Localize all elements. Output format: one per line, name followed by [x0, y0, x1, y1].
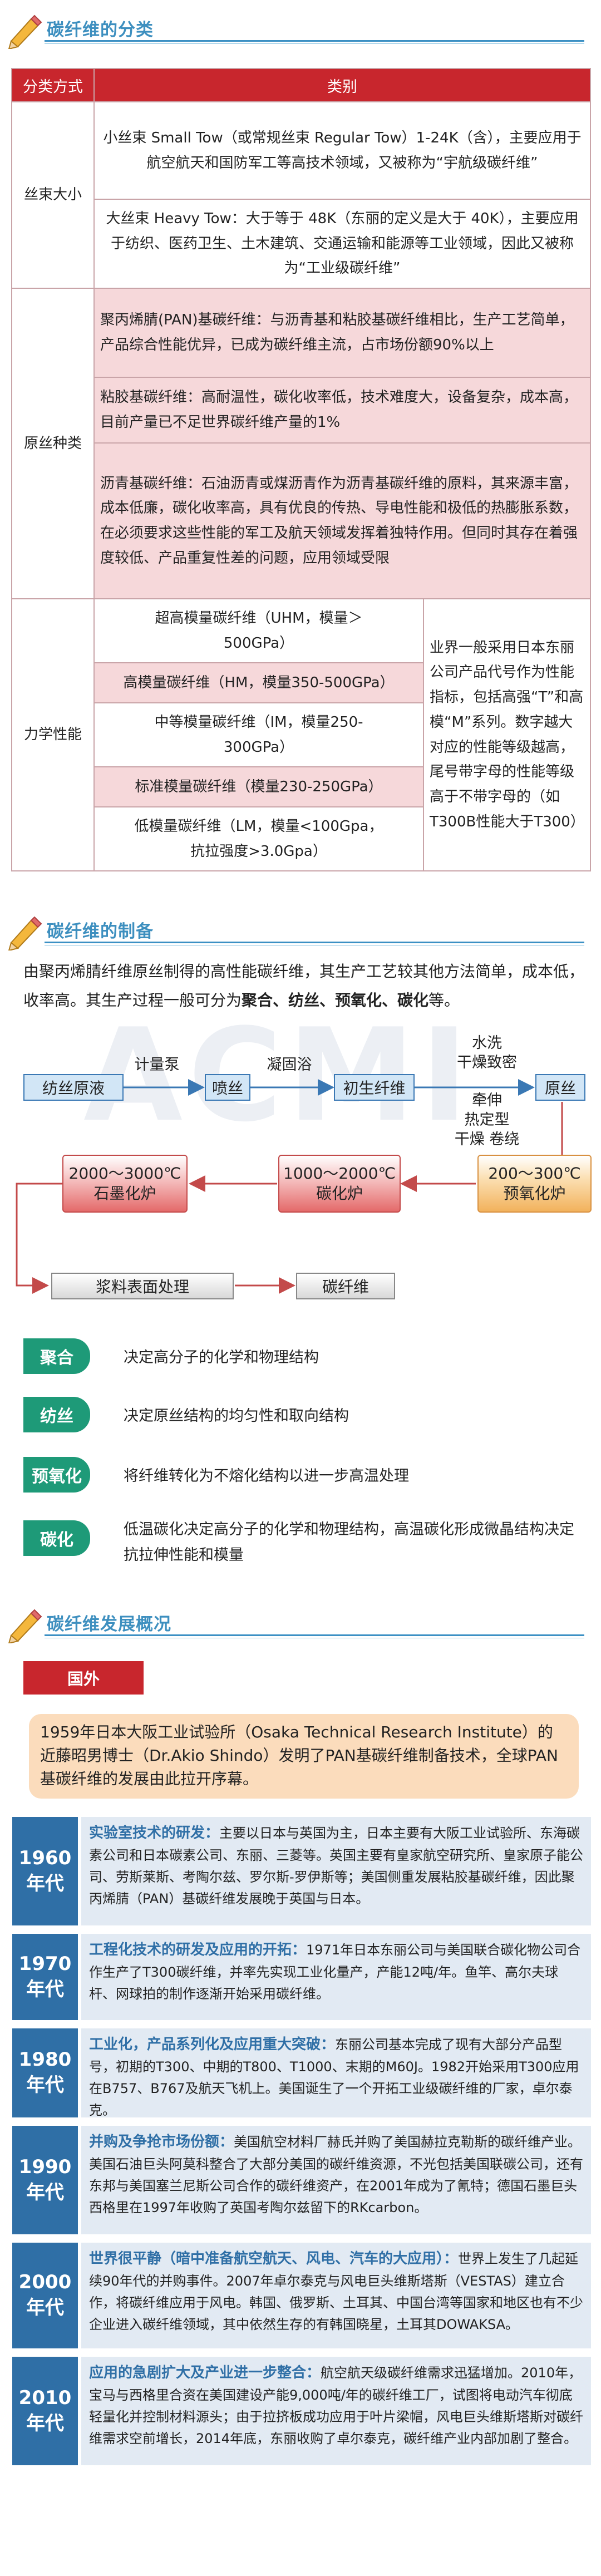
section-title: 碳纤维的制备 [47, 922, 154, 942]
era-text: 实验室技术的研发：主要以日本与英国为主，日本主要有大阪工业试验所、东海碳素公司和… [81, 1817, 591, 1925]
intro-end: 等。 [428, 991, 460, 1009]
section-header-history: 碳纤维发展概况 [0, 1605, 601, 1644]
table-cell: 大丝束 Heavy Tow：大于等于 48K（东丽的定义是大于 40K），主要应… [93, 199, 591, 289]
step-description: 低温碳化决定高分子的化学和物理结构，高温碳化形成微晶结构决定抗拉伸性能和模量 [124, 1521, 574, 1564]
process-step: 聚合 决定高分子的化学和物理结构 [23, 1338, 585, 1383]
table-row: 粘胶基碳纤维：高耐温性，碳化收率低，技术难度大，设备复杂，成本高，目前产量已不足… [12, 377, 591, 444]
divider [45, 43, 584, 44]
table-note-cell: 业界一般采用日本东丽公司产品代号作为性能指标，包括高强“T”和高模“M”系列。数… [423, 598, 591, 871]
table-row: 力学性能 超高模量碳纤维（UHM，模量＞500GPa） 业界一般采用日本东丽公司… [11, 598, 591, 871]
flow-label-stretch: 牵伸 热定型 干燥 卷绕 [454, 1092, 520, 1149]
table-cell: 超高模量碳纤维（UHM，模量＞500GPa） [93, 598, 424, 663]
table-row: 标准模量碳纤维（模量230-250GPa） [12, 766, 590, 807]
table-row: 沥青基碳纤维：石油沥青或煤沥青作为沥青基碳纤维的原料，其来源丰富，成本低廉，碳化… [12, 442, 591, 599]
flow-label-wash-dry: 水洗 干燥致密 [457, 1035, 517, 1072]
divider [45, 40, 584, 42]
table-row: 丝束大小 小丝束 Small Tow（或常规丝束 Regular Tow）1-2… [11, 101, 591, 289]
table-cell: 中等模量碳纤维（IM，模量250-300GPa） [93, 702, 424, 767]
era-text: 世界很平静（暗中准备航空航天、风电、汽车的大应用）：世界上发生了几起延续90年代… [81, 2243, 591, 2348]
step-badge: 碳化 [23, 1520, 90, 1556]
flow-box-nascent-fiber: 初生纤维 [334, 1074, 415, 1101]
era-text: 工业化，产品系列化及应用重大突破：东丽公司基本完成了现有大部分产品型号，初期的T… [81, 2028, 591, 2118]
step-badge: 预氧化 [23, 1457, 90, 1493]
table-row: 高模量碳纤维（HM，模量350-500GPa） [12, 662, 590, 703]
flow-label-meter-pump: 计量泵 [134, 1056, 180, 1073]
divider [45, 1634, 584, 1636]
step-badge: 聚合 [23, 1338, 90, 1374]
divider [45, 942, 584, 943]
table-header-row: 分类方式 类别 [11, 68, 591, 102]
table-cell: 小丝束 Small Tow（或常规丝束 Regular Tow）1-24K（含）… [93, 101, 591, 200]
flow-box-spinning-solution: 纺丝原液 [23, 1074, 124, 1101]
table-row: 原丝种类 聚丙烯腈(PAN)基碳纤维：与沥青基和粘胶基碳纤维相比，生产工艺简单，… [11, 288, 591, 599]
flow-label-coagulation: 凝固浴 [267, 1056, 312, 1073]
step-description: 将纤维转化为不熔化结构以进一步高温处理 [124, 1467, 409, 1485]
step-description: 决定原丝结构的均匀性和取向结构 [124, 1407, 349, 1425]
process-flow-arrows [16, 1079, 563, 1294]
category-cell: 力学性能 [11, 598, 95, 871]
table-cell: 高模量碳纤维（HM，模量350-500GPa） [93, 662, 424, 703]
table-cell: 粘胶基碳纤维：高耐温性，碳化收率低，技术难度大，设备复杂，成本高，目前产量已不足… [93, 377, 591, 444]
flow-box-spinneret: 喷丝 [205, 1074, 250, 1101]
intro-bold: 聚合、纺丝、预氧化、碳化 [242, 991, 429, 1009]
category-cell: 原丝种类 [11, 288, 95, 599]
step-description: 决定高分子的化学和物理结构 [124, 1349, 319, 1366]
intro-text: 由聚丙烯腈纤维原丝制得的高性能碳纤维，其生产工艺较其他方法简单，成本低，收率高。… [23, 962, 585, 1009]
flow-box-precursor: 原丝 [535, 1074, 585, 1101]
pencil-icon [8, 14, 42, 49]
process-step: 纺丝 决定原丝结构的均匀性和取向结构 [23, 1397, 585, 1441]
process-intro: 由聚丙烯腈纤维原丝制得的高性能碳纤维，其生产工艺较其他方法简单，成本低，收率高。… [23, 957, 585, 1015]
table-row: 大丝束 Heavy Tow：大于等于 48K（东丽的定义是大于 40K），主要应… [12, 199, 591, 289]
foreign-tag: 国外 [23, 1661, 144, 1695]
classification-table: 分类方式 类别 丝束大小 小丝束 Small Tow（或常规丝束 Regular… [11, 68, 591, 871]
column-header: 分类方式 [11, 68, 95, 102]
process-step: 碳化 低温碳化决定高分子的化学和物理结构，高温碳化形成微晶结构决定抗拉伸性能和模… [23, 1520, 585, 1576]
flow-box-sizing: 浆料表面处理 [51, 1273, 234, 1299]
table-cell: 标准模量碳纤维（模量230-250GPa） [93, 766, 424, 807]
table-cell: 沥青基碳纤维：石油沥青或煤沥青作为沥青基碳纤维的原料，其来源丰富，成本低廉，碳化… [93, 442, 591, 599]
section-title: 碳纤维发展概况 [47, 1614, 171, 1634]
pre-oxidation-furnace: 200～300℃ 预氧化炉 [477, 1155, 592, 1213]
section-title: 碳纤维的分类 [47, 20, 154, 40]
section-header-preparation: 碳纤维的制备 [0, 913, 601, 952]
pencil-icon [8, 916, 42, 950]
era-text: 并购及争抢市场份额：美国航空材料厂赫氏并购了美国赫拉克勒斯的碳纤维产业。美国石油… [81, 2126, 591, 2234]
table-cell: 聚丙烯腈(PAN)基碳纤维：与沥青基和粘胶基碳纤维相比，生产工艺简单，产品综合性… [93, 288, 591, 378]
step-badge: 纺丝 [23, 1397, 90, 1432]
table-row: 低模量碳纤维（LM，模量<100Gpa，抗拉强度>3.0Gpa） [12, 806, 590, 871]
process-step: 预氧化 将纤维转化为不熔化结构以进一步高温处理 [23, 1457, 585, 1501]
section-header-classification: 碳纤维的分类 [0, 11, 601, 50]
origin-callout: 1959年日本大阪工业试验所（Osaka Technical Research … [29, 1714, 579, 1799]
table-cell: 低模量碳纤维（LM，模量<100Gpa，抗拉强度>3.0Gpa） [93, 806, 424, 871]
flow-box-carbon-fiber: 碳纤维 [296, 1273, 395, 1299]
table-row: 中等模量碳纤维（IM，模量250-300GPa） [12, 702, 590, 767]
pencil-icon [8, 1609, 42, 1643]
category-cell: 丝束大小 [11, 101, 95, 289]
carbonization-furnace: 1000～2000℃ 碳化炉 [278, 1155, 401, 1213]
era-text: 应用的急剧扩大及产业进一步整合：航空航天级碳纤维需求迅猛增加。2010年，宝马与… [81, 2357, 591, 2465]
era-text: 工程化技术的研发及应用的开拓：1971年日本东丽公司与美国联合碳化物公司合作生产… [81, 1934, 591, 2020]
column-header: 类别 [93, 68, 591, 102]
graphitization-furnace: 2000～3000℃ 石墨化炉 [62, 1155, 188, 1213]
